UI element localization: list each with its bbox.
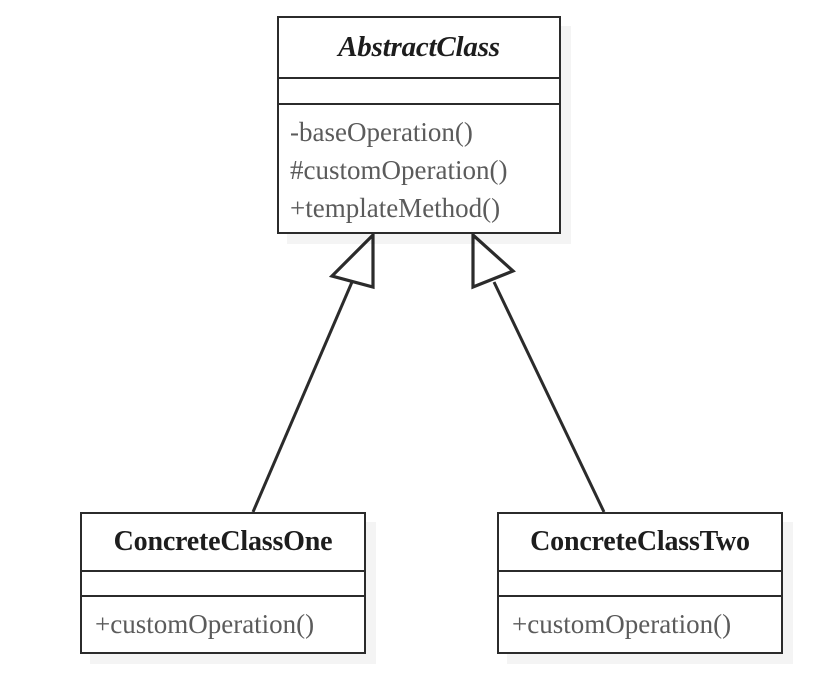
class-name-label: ConcreteClassTwo (530, 526, 750, 557)
class-operations-compartment: +customOperation() (499, 597, 781, 651)
class-attributes-compartment (499, 572, 781, 597)
class-name-label: ConcreteClassOne (113, 526, 333, 557)
uml-class-abstract-class[interactable]: AbstractClass -baseOperation() #customOp… (277, 16, 561, 234)
hollow-triangle-arrowhead-two (471, 231, 516, 290)
operation-item: +customOperation() (95, 608, 315, 639)
class-attributes-compartment (82, 572, 364, 597)
class-name-label: AbstractClass (338, 31, 500, 63)
class-name-compartment: AbstractClass (279, 18, 559, 79)
uml-class-concrete-class-two[interactable]: ConcreteClassTwo +customOperation() (497, 512, 783, 654)
class-name-compartment: ConcreteClassOne (82, 514, 364, 572)
operation-item: -baseOperation() (290, 117, 473, 147)
operation-item: +customOperation() (512, 608, 732, 639)
generalization-edge-concrete-class-one[interactable] (251, 231, 375, 513)
generalization-line-two (492, 281, 606, 513)
class-operations-compartment: +customOperation() (82, 597, 364, 651)
operation-item: #customOperation() (290, 155, 508, 185)
class-attributes-compartment (279, 79, 559, 105)
hollow-triangle-arrowhead-one (328, 231, 375, 290)
generalization-line-one (251, 281, 354, 513)
generalization-edge-concrete-class-two[interactable] (471, 231, 606, 513)
class-operations-compartment: -baseOperation() #customOperation() +tem… (279, 105, 559, 231)
uml-class-concrete-class-one[interactable]: ConcreteClassOne +customOperation() (80, 512, 366, 654)
operation-item: +templateMethod() (290, 193, 501, 223)
class-name-compartment: ConcreteClassTwo (499, 514, 781, 572)
